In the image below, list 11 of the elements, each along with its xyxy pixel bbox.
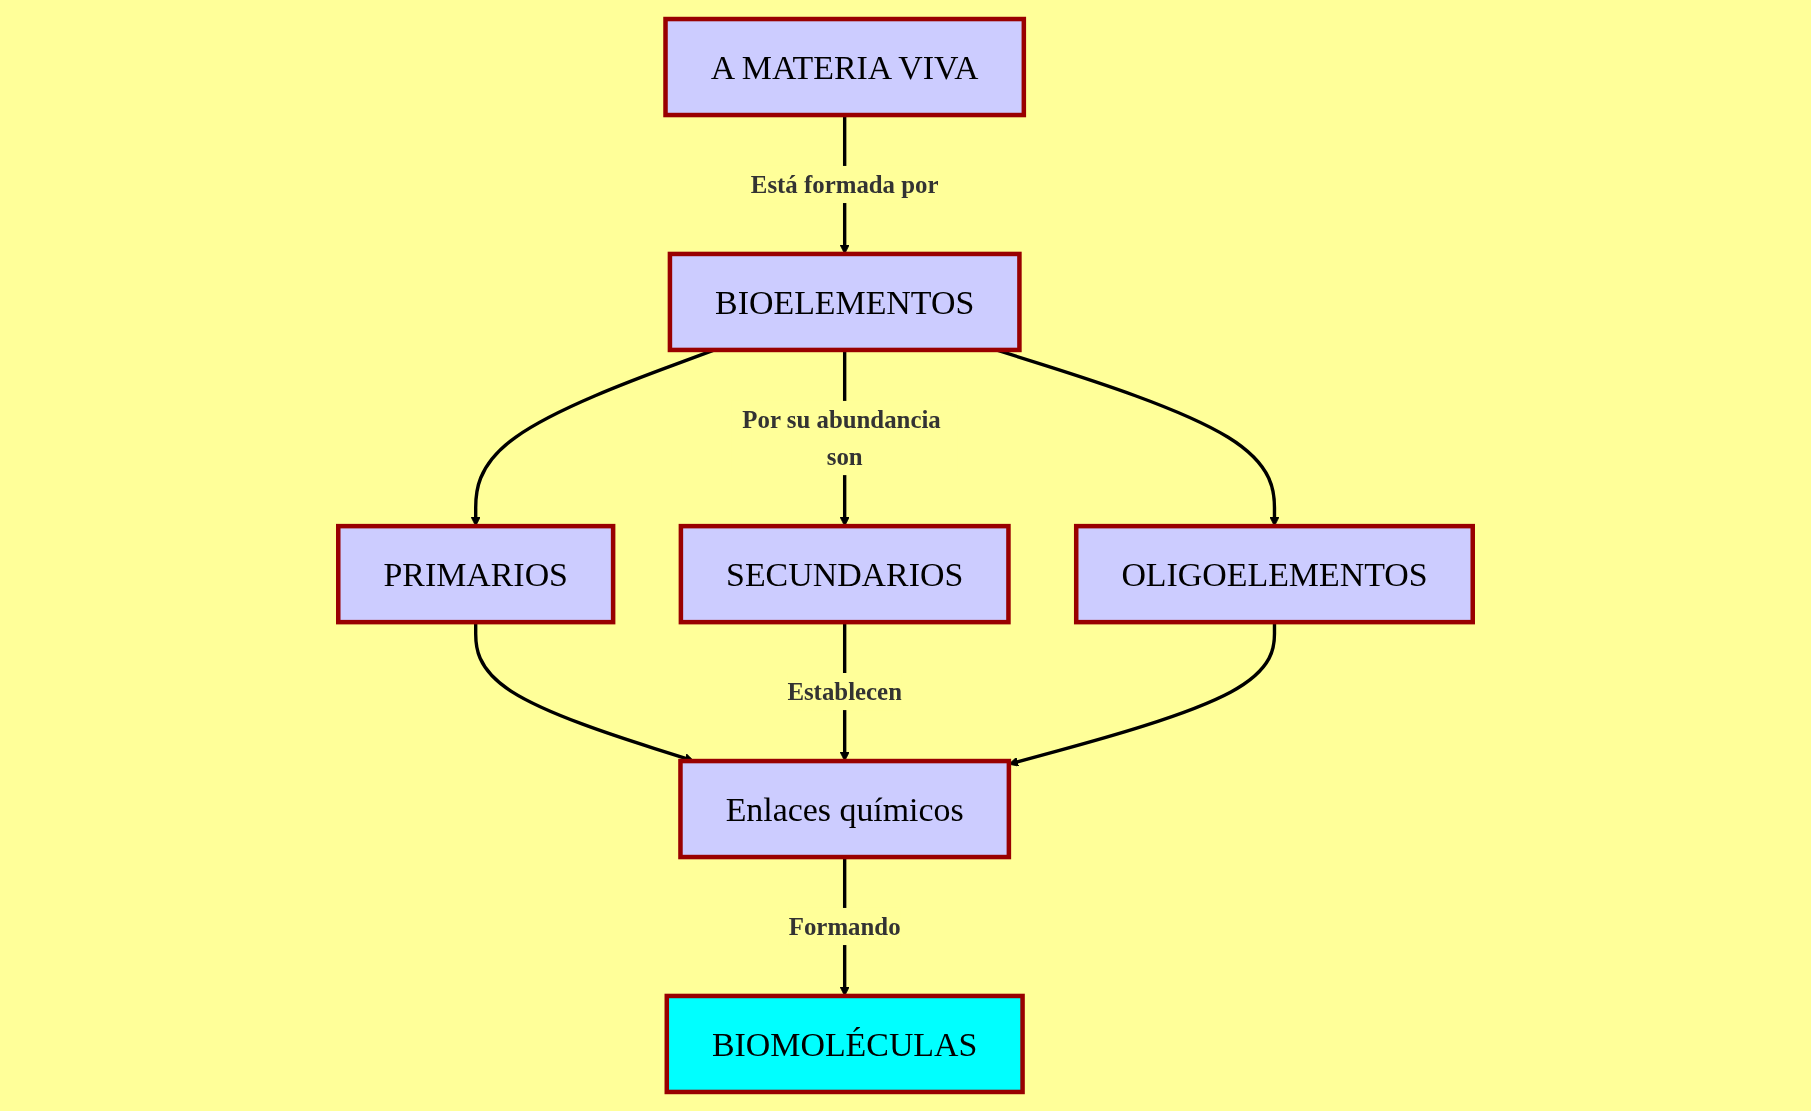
edge-label: Está formada por	[750, 170, 939, 199]
node-box: BIOELEMENTOS	[667, 251, 1022, 353]
node-box: OLIGOELEMENTOS	[1073, 523, 1475, 625]
edge-label: Por su abundancia son	[742, 405, 941, 471]
node-box: A MATERIA VIVA	[663, 16, 1027, 118]
node-box: SECUNDARIOS	[678, 523, 1011, 625]
edge-label: Formando	[788, 912, 901, 941]
node-box: Enlaces químicos	[678, 758, 1012, 860]
edge-label: Establecen	[787, 677, 902, 706]
node-box: PRIMARIOS	[336, 523, 616, 625]
node-box: BIOMOLÉCULAS	[664, 993, 1025, 1095]
